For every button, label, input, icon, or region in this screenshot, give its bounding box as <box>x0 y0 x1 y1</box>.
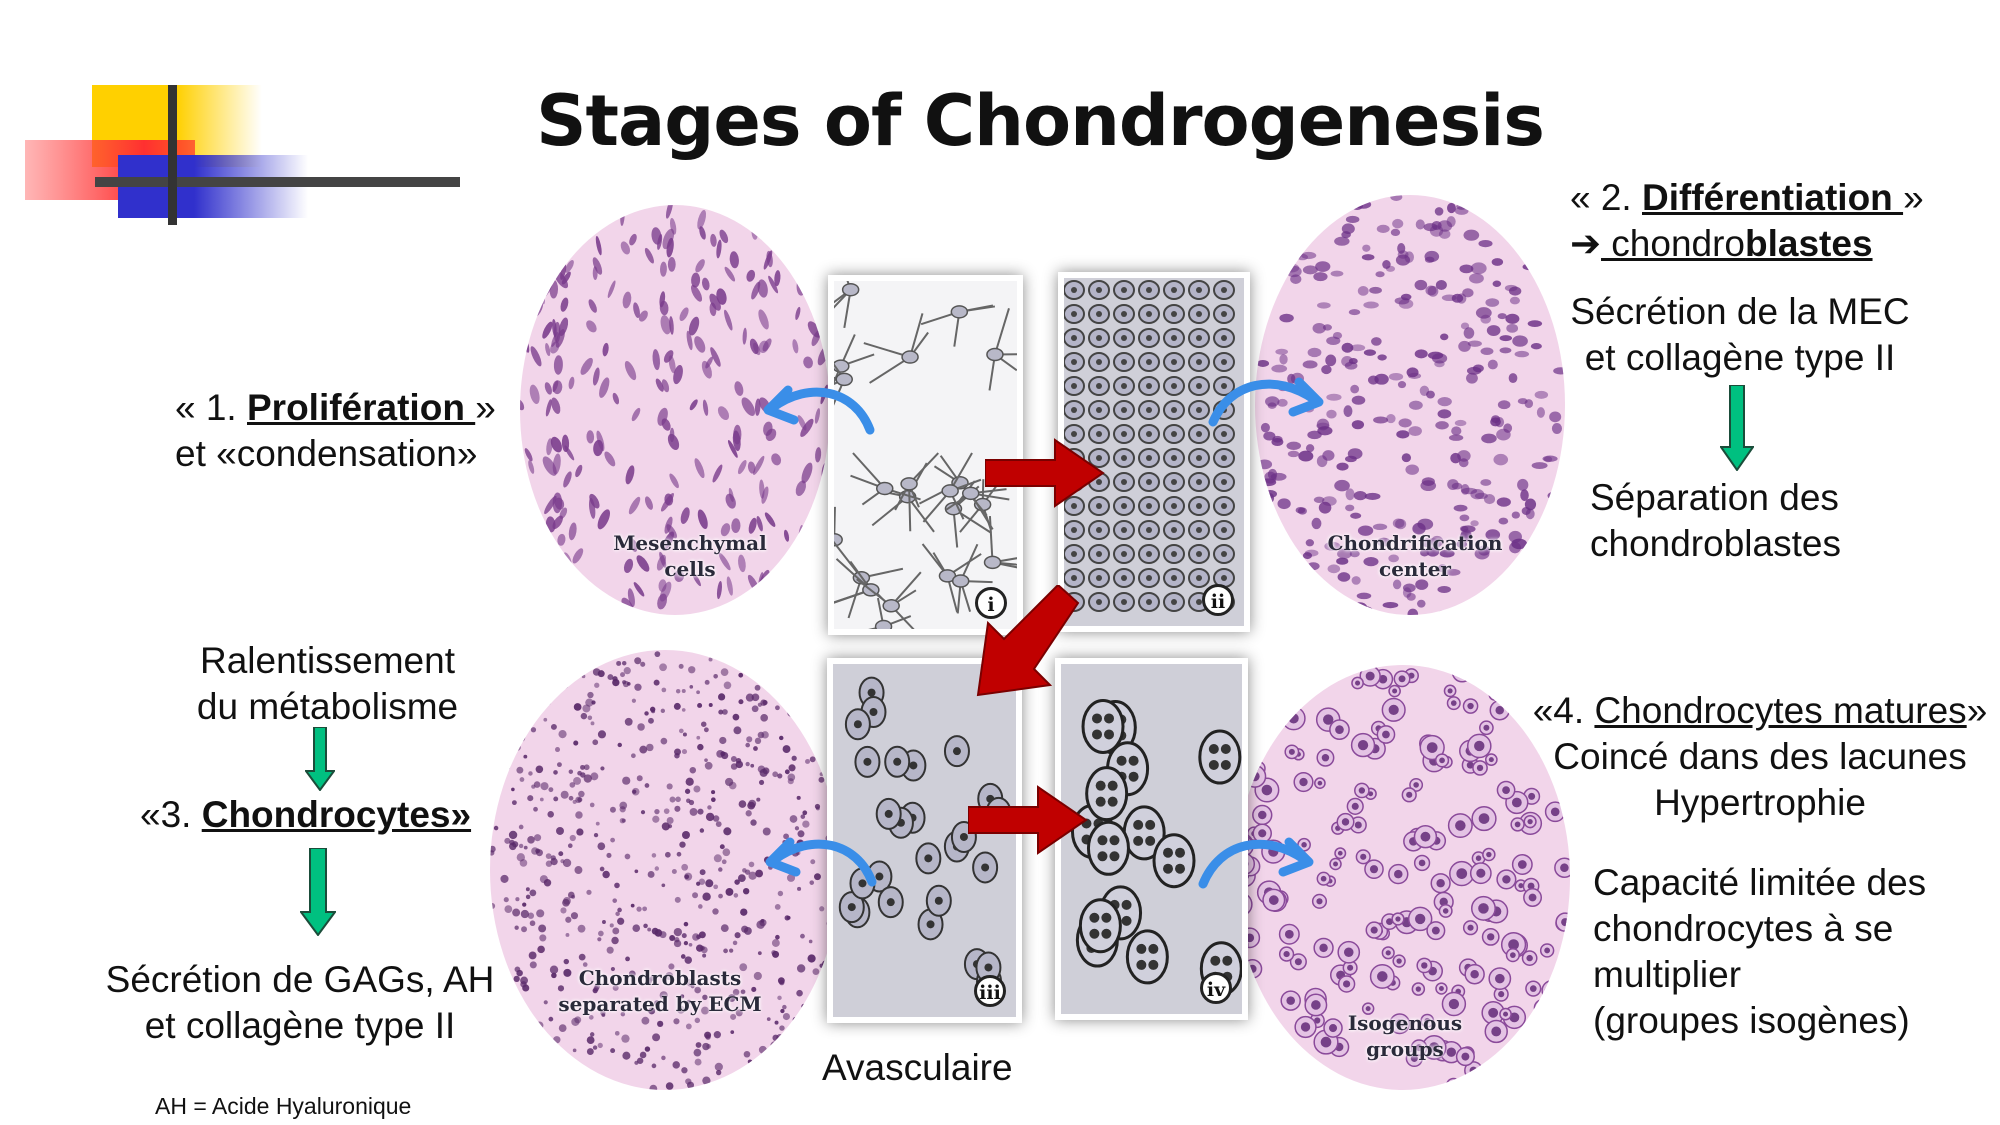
down-arrow-icon <box>1720 385 1754 471</box>
text-line: Hypertrophie <box>1654 782 1866 823</box>
curved-arrow-icon <box>765 837 877 887</box>
curved-arrow-icon <box>1198 837 1314 889</box>
panel-number-badge: ii <box>1202 584 1234 616</box>
stage4-label: «4. Chondrocytes matures» Coincé dans de… <box>1525 688 1995 826</box>
panel-ii: ii <box>1058 272 1250 632</box>
stage4-keyword: Chondrocytes matures <box>1594 690 1967 731</box>
stage2-heading: « 2. Différentiation » <box>1570 175 1990 221</box>
stage4-prefix: «4. <box>1532 690 1595 731</box>
quote-open: « 2. <box>1570 177 1642 218</box>
stage2-keyword: Différentiation <box>1642 177 1904 218</box>
curved-arrow-icon <box>1208 377 1324 427</box>
text-line: et collagène type II <box>144 1005 456 1046</box>
caption-line: center <box>1379 557 1451 581</box>
panel-number-badge: iv <box>1200 972 1232 1004</box>
stage2-label: « 2. Différentiation » ➔ chondroblastes <box>1570 175 1990 267</box>
caption-line: Chondroblasts <box>578 966 742 990</box>
caption-line: groups <box>1366 1037 1444 1061</box>
text-line: Sécrétion de GAGs, AH <box>105 959 495 1000</box>
block-arrow-icon <box>976 585 1080 697</box>
slide-title: Stages of Chondrogenesis <box>536 80 1545 162</box>
result-suffix: blastes <box>1745 223 1873 264</box>
text-line: Capacité limitée des <box>1593 862 1927 903</box>
quote-close: » <box>1966 690 1988 731</box>
right-arrow-icon: ➔ <box>1570 223 1602 264</box>
result-prefix: chondro <box>1601 223 1746 264</box>
down-arrow-icon <box>305 727 335 791</box>
isogenous-caption: Isogenous groups <box>1320 1010 1490 1062</box>
stage1-heading: « 1. Prolifération » <box>175 385 535 431</box>
quote-open: « 1. <box>175 387 247 428</box>
gag-text: Sécrétion de GAGs, AH et collagène type … <box>90 957 510 1049</box>
quote-close: » <box>1903 177 1924 218</box>
stage1-label: « 1. Prolifération » et «condensation» <box>175 385 535 477</box>
stage4-heading: «4. Chondrocytes matures» <box>1525 688 1995 734</box>
mec-text: Sécrétion de la MEC et collagène type II <box>1560 289 1920 381</box>
stage1-keyword: Prolifération <box>247 387 476 428</box>
stage3-prefix: «3. <box>140 794 202 835</box>
text-line: (groupes isogènes) <box>1593 1000 1910 1041</box>
panel-number-badge: iii <box>974 975 1006 1007</box>
text-line: chondroblastes <box>1590 523 1841 564</box>
caption-line: Chondrification <box>1327 531 1503 555</box>
separation-text: Séparation des chondroblastes <box>1590 475 1950 567</box>
text-line: multiplier <box>1593 954 1742 995</box>
caption-line: cells <box>664 557 716 581</box>
caption-line: Isogenous <box>1347 1011 1463 1035</box>
text-line: du métabolisme <box>196 686 459 727</box>
panel-i: i <box>828 275 1023 635</box>
panel-number-badge: i <box>975 587 1007 619</box>
stage2-result: ➔ chondroblastes <box>1570 221 1990 267</box>
quote-close: » <box>475 387 496 428</box>
down-arrow-icon <box>300 848 336 936</box>
text-line: Coincé dans des lacunes <box>1553 736 1967 777</box>
block-arrow-icon <box>968 785 1088 855</box>
chondroblasts-caption: Chondroblasts separated by ECM <box>550 965 770 1017</box>
curved-arrow-icon <box>763 385 875 435</box>
caption-line: separated by ECM <box>558 992 762 1016</box>
chondrification-caption: Chondrification center <box>1310 530 1520 582</box>
text-line: et collagène type II <box>1584 337 1896 378</box>
avasculaire-label: Avasculaire <box>822 1047 1013 1088</box>
text-line: Ralentissement <box>199 640 455 681</box>
text-line: Sécrétion de la MEC <box>1570 291 1910 332</box>
panel-iii: iii <box>827 658 1022 1023</box>
text-line: Séparation des <box>1590 477 1839 518</box>
capacity-text: Capacité limitée des chondrocytes à se m… <box>1593 860 1993 1044</box>
stage3-keyword: Chondrocytes» <box>201 794 472 835</box>
block-arrow-icon <box>985 438 1105 508</box>
stage3-label: «3. Chondrocytes» <box>140 792 520 838</box>
text-line: chondrocytes à se <box>1593 908 1894 949</box>
logo-decoration <box>25 85 465 225</box>
slowdown-text: Ralentissement du métabolisme <box>155 638 500 730</box>
mesenchymal-caption: Mesenchymal cells <box>590 530 790 582</box>
footnote: AH = Acide Hyaluronique <box>155 1093 412 1119</box>
caption-line: Mesenchymal <box>613 531 767 555</box>
chondroblasts-micrograph <box>490 650 840 1090</box>
stage1-subtitle: et «condensation» <box>175 433 478 474</box>
